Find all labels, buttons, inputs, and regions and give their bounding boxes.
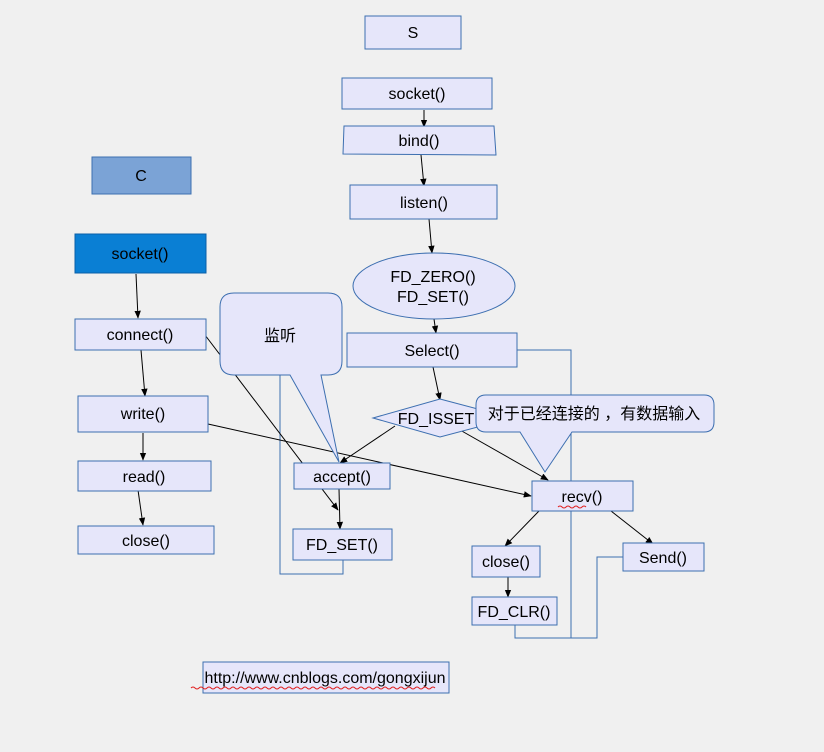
spellcheck-underline [557,505,587,509]
arrow-fdisset-accept [339,425,396,464]
listen-loop-outline [279,370,344,575]
connect-label: connect() [107,327,174,344]
read-label: read() [123,469,166,486]
accept-label: accept() [313,469,371,486]
footer-url[interactable]: http://www.cnblogs.com/gongxijun [190,661,450,694]
select-node[interactable]: Select() [346,332,518,368]
client-title-node[interactable]: C [91,156,192,195]
write-label: write() [120,406,165,423]
client-close-node[interactable]: close() [77,525,215,555]
arrow-read-close [137,489,146,526]
fd-set-add-node[interactable]: FD_SET() [292,528,393,561]
listen-callout[interactable]: 监听 [219,292,343,463]
bind-label: bind() [399,133,440,150]
arrow-fdzero-select [431,318,439,334]
server-close-node[interactable]: close() [471,545,541,578]
arrow-bind-listen [420,154,427,187]
arrow-listen-fdzero [428,218,435,254]
arrow-write-recv [207,423,532,498]
fd-isset-label: FD_ISSET [398,411,475,428]
server-title: S [408,25,419,42]
client-socket-label: socket() [112,246,169,263]
arrow-csocket-connect [134,273,141,319]
listen-node[interactable]: listen() [349,184,498,220]
write-node[interactable]: write() [77,395,209,433]
arrow-select-fdisset [432,366,442,401]
arrow-fdisset-recv [459,429,549,481]
data-callout[interactable]: 对于已经连接的 ，有数据输入 [475,394,715,473]
arrow-recv-close [504,510,540,547]
bind-node[interactable]: bind() [342,125,497,156]
accept-node[interactable]: accept() [293,462,391,490]
fd-set-init-label: FD_SET() [397,289,469,306]
recv-node[interactable]: recv() [531,480,634,512]
listen-callout-text: 监听 [264,327,296,345]
server-close-label: close() [482,554,530,571]
arrow-recv-send [610,510,654,545]
client-title: C [135,168,147,185]
server-column: S socket() bind() listen() FD_ZERO() FD_… [292,15,705,626]
send-node[interactable]: Send() [622,542,705,572]
listen-label: listen() [400,195,448,212]
data-callout-text: 对于已经连接的 ，有数据输入 [488,405,700,423]
read-node[interactable]: read() [77,460,212,492]
footer-url-text: http://www.cnblogs.com/gongxijun [204,670,445,687]
url-spellcheck-underline [190,686,436,690]
client-socket-node[interactable]: socket() [74,233,207,274]
send-loop-outline [571,556,623,639]
fd-clr-label: FD_CLR() [478,604,551,621]
fd-zero-label: FD_ZERO() [390,269,475,286]
recv-label: recv() [562,489,603,506]
arrow-connect-write [140,349,148,397]
client-column: C socket() connect() write() read() clos… [74,156,215,555]
client-close-label: close() [122,533,170,550]
server-socket-label: socket() [389,86,446,103]
send-label: Send() [639,550,687,567]
arrows [134,110,654,598]
arrow-accept-fdset [336,488,344,530]
select-label: Select() [404,343,459,360]
fd-zero-set-node[interactable]: FD_ZERO() FD_SET() [352,252,516,320]
fd-clr-node[interactable]: FD_CLR() [471,596,558,626]
connect-node[interactable]: connect() [74,318,207,351]
server-title-node[interactable]: S [364,15,462,50]
fd-set-add-label: FD_SET() [306,537,378,554]
server-socket-node[interactable]: socket() [341,77,493,110]
